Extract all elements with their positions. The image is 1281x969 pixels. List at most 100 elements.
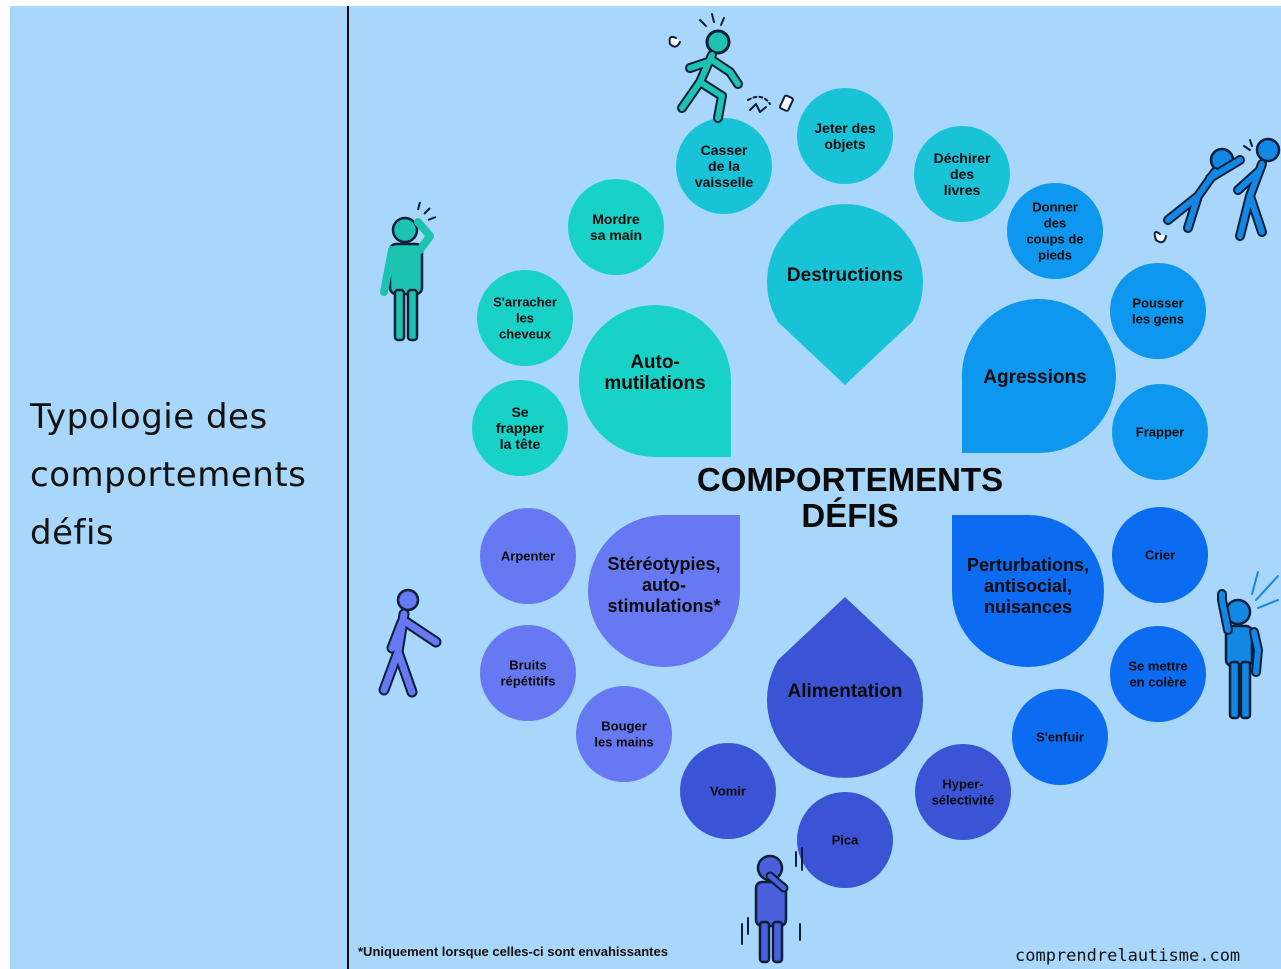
label-line: Bruits — [509, 658, 547, 673]
label-line: auto- — [642, 575, 686, 595]
label-line: des — [950, 166, 974, 182]
category-drop-agressions — [961, 299, 1116, 453]
item-label-enfuir: S'enfuir — [1036, 730, 1084, 745]
side-title-line-1: Typologie des — [30, 397, 268, 437]
label-line: frapper — [496, 420, 545, 436]
label-line: la tête — [500, 436, 541, 452]
label-line: Alimentation — [787, 681, 902, 702]
item-circle-pica — [797, 792, 893, 888]
label-line: vaisselle — [695, 174, 754, 190]
yelling-person-icon — [1217, 571, 1279, 720]
label-line: objets — [824, 136, 865, 152]
label-line: pieds — [1038, 248, 1072, 263]
label-line: stimulations* — [607, 596, 720, 616]
center-title-line-2: DÉFIS — [801, 497, 899, 534]
walking-person-icon — [378, 588, 442, 698]
side-title-line-2: comportements — [30, 455, 307, 495]
item-label-hyperselectivite: Hyper-sélectivité — [932, 777, 995, 808]
label-line: cheveux — [499, 327, 552, 342]
side-title: Typologie des comportements défis — [30, 388, 350, 562]
label-line: Pica — [832, 833, 860, 848]
item-circle-coups-pieds — [1007, 183, 1103, 279]
item-circle-enfuir — [1012, 689, 1108, 785]
category-drop-perturbations — [952, 515, 1104, 667]
label-line: Crier — [1145, 548, 1175, 563]
item-circle-crier — [1112, 507, 1208, 603]
item-label-vomir: Vomir — [710, 784, 746, 799]
item-label-frapper: Frapper — [1136, 425, 1184, 440]
label-line: Donner — [1032, 200, 1078, 215]
label-line: Casser — [701, 142, 748, 158]
item-circle-pousser-gens — [1110, 263, 1206, 359]
site-credit: comprendrelautisme.com — [1015, 946, 1241, 966]
label-line: Bouger — [601, 719, 647, 734]
side-title-line-3: défis — [30, 513, 115, 553]
head-holding-person-icon — [380, 201, 437, 342]
item-circle-frapper — [1112, 384, 1208, 480]
footnote: *Uniquement lorsque celles-ci sont envah… — [358, 944, 668, 959]
item-circle-mordre-main — [568, 179, 664, 275]
label-line: de la — [708, 158, 740, 174]
label-line: livres — [944, 182, 981, 198]
label-line: Jeter des — [814, 120, 876, 136]
label-line: sa main — [590, 227, 642, 243]
label-line: Se — [511, 404, 528, 420]
label-line: Auto- — [630, 352, 680, 373]
category-label-stereotypies: Stéréotypies,auto-stimulations* — [607, 554, 720, 616]
label-line: coups de — [1026, 232, 1083, 247]
category-label-destructions: Destructions — [787, 265, 903, 286]
label-line: Perturbations, — [967, 555, 1089, 575]
label-line: Stéréotypies, — [607, 554, 720, 574]
label-line: des — [1044, 216, 1066, 231]
item-circle-bruits — [480, 625, 576, 721]
category-drop-destructions — [767, 204, 924, 385]
item-circle-hyperselectivite — [915, 744, 1011, 840]
category-label-agressions: Agressions — [983, 367, 1086, 388]
label-line: S'arracher — [493, 295, 557, 310]
label-line: Déchirer — [934, 150, 991, 166]
sick-person-icon — [741, 847, 803, 964]
item-circle-frapper-tete — [472, 380, 568, 476]
category-label-perturbations: Perturbations,antisocial,nuisances — [967, 555, 1089, 617]
item-circle-bouger-mains — [576, 686, 672, 782]
throwing-person-icon — [668, 13, 794, 123]
label-line: Vomir — [710, 784, 746, 799]
label-line: en colère — [1129, 675, 1186, 690]
label-line: mutilations — [604, 373, 705, 394]
label-line: S'enfuir — [1036, 730, 1084, 745]
label-line: Frapper — [1136, 425, 1184, 440]
label-line: Agressions — [983, 367, 1086, 388]
category-drop-alimentation — [767, 597, 924, 778]
item-label-pica: Pica — [832, 833, 860, 848]
item-circle-casser-vaisselle — [676, 118, 772, 214]
label-line: Destructions — [787, 265, 903, 286]
kicking-people-icon — [1153, 137, 1281, 244]
label-line: nuisances — [984, 597, 1072, 617]
label-line: les — [516, 311, 534, 326]
item-label-crier: Crier — [1145, 548, 1175, 563]
label-line: Arpenter — [501, 549, 555, 564]
label-line: les mains — [594, 735, 653, 750]
item-circle-arpenter — [480, 508, 576, 604]
label-line: Se mettre — [1128, 659, 1187, 674]
background-panel — [10, 6, 1281, 969]
item-circle-arracher-cheveux — [477, 270, 573, 366]
label-line: les gens — [1132, 312, 1184, 327]
category-label-alimentation: Alimentation — [787, 681, 902, 702]
item-circle-colere — [1110, 626, 1206, 722]
item-circle-dechirer-livres — [914, 126, 1010, 222]
label-line: antisocial, — [984, 576, 1072, 596]
category-drop-automutilations — [579, 305, 731, 457]
